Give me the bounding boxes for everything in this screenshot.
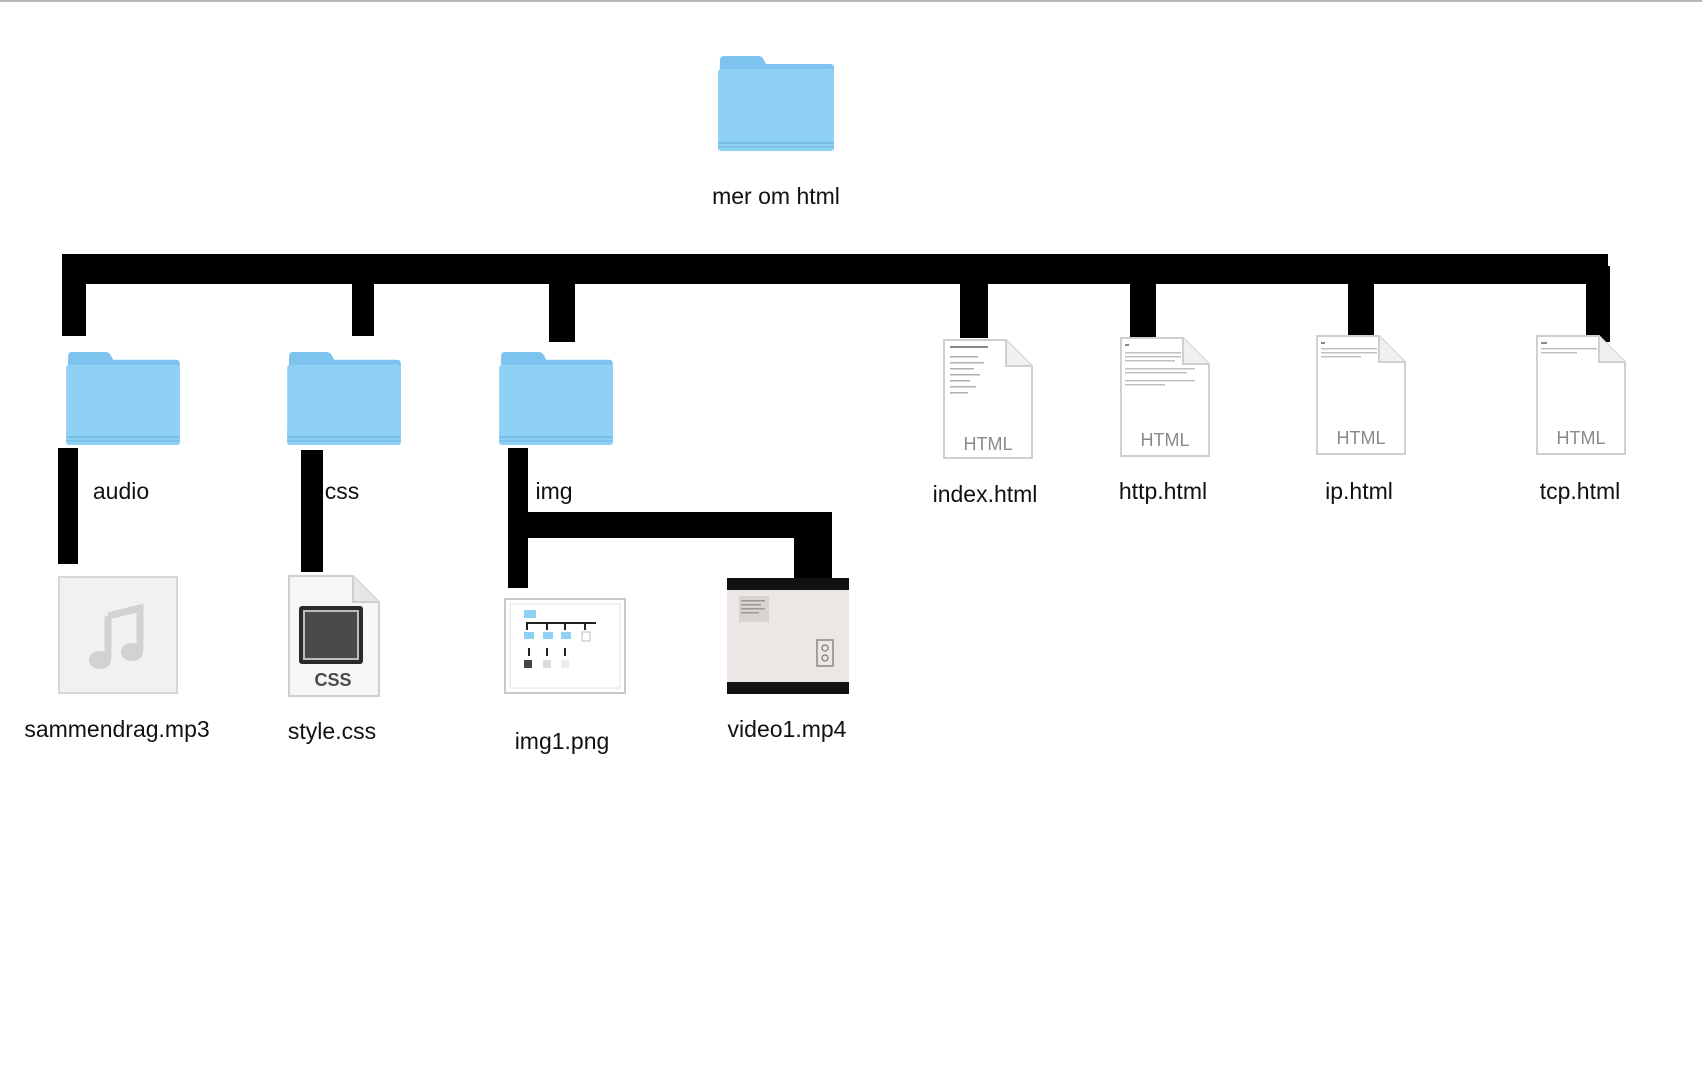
html-type-tag: HTML [1140,430,1190,450]
file-style-css-label: style.css [287,718,377,744]
file-video1-mp4-label: video1.mp4 [727,716,847,742]
file-http-html-label: http.html [1118,478,1208,504]
file-style-css[interactable]: CSS [287,574,381,698]
html-document-icon [943,339,1033,459]
html-type-tag: HTML [1556,428,1606,448]
css-file-icon [288,575,380,697]
root-folder-label: mer om html [712,183,840,209]
connector-to-css [352,254,374,336]
folder-icon [66,351,180,446]
connector-to-index-html [960,284,988,338]
connector-to-video [794,514,832,580]
file-video1-mp4[interactable] [727,578,849,694]
connector-img-horizontal [508,512,832,538]
folder-icon [287,351,401,446]
html-document-icon [1120,337,1210,457]
folder-icon [499,351,613,446]
file-ip-html-label: ip.html [1325,478,1393,504]
file-index-html[interactable]: HTML [942,338,1034,460]
folder-css-label: css [324,478,360,504]
image-thumbnail-icon [504,598,626,694]
file-img1-png-label: img1.png [514,728,610,754]
connector-to-ip-html [1348,284,1374,336]
connector-to-tcp-html [1586,266,1610,342]
connector-css-to-style [301,450,323,572]
connector-to-http-html [1130,284,1156,338]
file-ip-html[interactable]: HTML [1315,334,1407,456]
css-type-tag: CSS [314,670,352,690]
window-top-border [0,0,1702,2]
main-horizontal-connector [62,254,1608,284]
folder-audio-label: audio [92,478,150,504]
video-thumbnail-icon [727,578,849,694]
html-type-tag: HTML [963,434,1013,454]
music-note-icon [58,576,178,694]
file-tcp-html-label: tcp.html [1539,478,1621,504]
html-document-icon [1536,335,1626,455]
connector-audio-to-mp3 [58,448,78,564]
connector-to-img [549,254,575,342]
file-http-html[interactable]: HTML [1119,336,1211,458]
folder-img[interactable] [495,350,617,446]
html-type-tag: HTML [1336,428,1386,448]
html-document-icon [1316,335,1406,455]
file-tcp-html[interactable]: HTML [1535,334,1627,456]
file-sammendrag-mp3[interactable] [58,576,178,694]
file-img1-png[interactable] [504,598,626,694]
folder-icon [718,56,834,151]
root-folder-icon[interactable] [716,54,836,152]
file-index-html-label: index.html [932,481,1038,507]
folder-css[interactable] [283,350,405,446]
folder-img-label: img [535,478,573,504]
folder-audio[interactable] [62,350,184,446]
connector-to-audio [62,254,86,336]
file-sammendrag-mp3-label: sammendrag.mp3 [24,716,210,742]
